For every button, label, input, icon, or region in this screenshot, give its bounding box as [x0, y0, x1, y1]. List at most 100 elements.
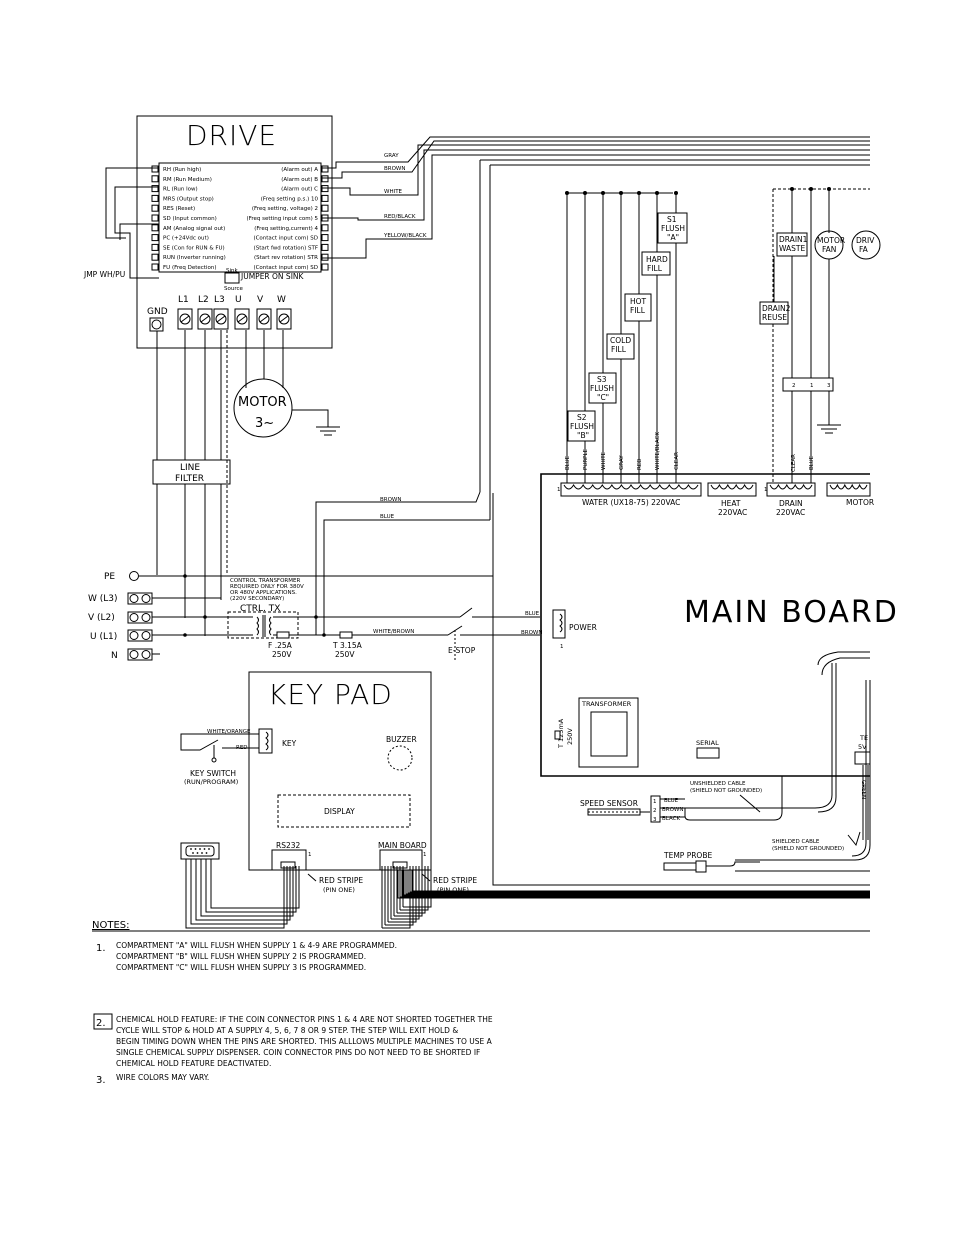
v-l2-label: V (L2) [88, 613, 115, 623]
notes-section: NOTES: 1. COMPARTMENT "A" WILL FLUSH WHE… [92, 920, 493, 1086]
key-switch-label: KEY SWITCH [190, 769, 236, 778]
serial-port [696, 747, 720, 759]
drive-right-terminal-label: (Freq setting input com) 5 [246, 216, 318, 222]
drive-right-terminal-label: (Contact input com) SD [253, 236, 318, 242]
source-label: Source [224, 286, 244, 292]
supply-hot-box [624, 293, 652, 322]
s1-label: S1 [667, 215, 677, 224]
board-connectors [560, 482, 871, 497]
heat-voltage: 220VAC [718, 508, 747, 517]
drive-left-terminal-label: MRS (Output stop) [163, 196, 214, 202]
shielded-cable-note: (SHIELD NOT GROUNDED) [772, 846, 844, 852]
note2-line4: SINGLE CHEMICAL SUPPLY DISPENSER. COIN C… [116, 1048, 480, 1057]
note2-line2: CYCLE WILL STOP & HOLD AT A SUPPLY 4, 5,… [116, 1026, 458, 1035]
wire-blue-label: BLUE [380, 514, 395, 520]
relay-pin-1: 1 [810, 383, 814, 389]
supply-s3-box [588, 372, 617, 404]
power-terminal-label: L3 [214, 295, 225, 305]
drive-fan-label: DRIV [856, 236, 875, 245]
drive-right-terminal-label: (Start fwd rotation) STF [254, 245, 318, 251]
mainboard-header [379, 849, 423, 871]
keypad-box [248, 671, 432, 871]
keypad-title: KEY PAD [268, 678, 393, 711]
board-fuse-rating: 250V [566, 728, 574, 745]
wire-yellow-black-label: YELLOW/BLACK [383, 233, 427, 239]
unshielded-cable-label: UNSHIELDED CABLE [690, 781, 746, 787]
sink-label: Sink [226, 268, 239, 274]
drain-conn-label: DRAIN [779, 499, 803, 508]
drive-left-terminal-label: FU (Freq Detection) [163, 265, 216, 271]
line-filter-label1: LINE [180, 463, 200, 473]
ss-pin1: 1 [653, 799, 657, 805]
key-connector [258, 728, 273, 754]
drive-right-terminal-label: (Freq setting, voltage) 2 [252, 206, 318, 212]
hot-label: HOT [630, 297, 647, 306]
drive-left-terminal-label: AM (Analog signal out) [163, 226, 225, 232]
cold-label: COLD [610, 336, 631, 345]
red-wire-label: RED [236, 745, 248, 751]
note1-line2: COMPARTMENT "B" WILL FLUSH WHEN SUPPLY 2… [116, 952, 366, 961]
speed-sensor-connector [650, 795, 661, 823]
speed-sensor-label: SPEED SENSOR [580, 799, 638, 808]
motor-symbol [233, 378, 293, 438]
drive-left-terminal-label: PC (+24Vdc out) [163, 236, 209, 242]
power-label: POWER [569, 623, 597, 632]
drive-right-terminal-label: (Start rev rotation) STR [254, 255, 318, 261]
red-stripe-label-2: RED STRIPE [433, 876, 477, 885]
s2-b: "B" [577, 431, 589, 440]
display-label: DISPLAY [324, 807, 355, 816]
note2-line1: CHEMICAL HOLD FEATURE: IF THE COIN CONNE… [116, 1015, 493, 1024]
ribbon-cables [185, 859, 870, 929]
wire-brown2-label: BROWN [380, 497, 401, 503]
s3-c: "C" [597, 393, 609, 402]
transformer-label: TRANSFORMER [581, 700, 632, 708]
supply-cold-box [606, 333, 635, 360]
hot-fill: FILL [630, 306, 646, 315]
relay-pin-3: 3 [827, 383, 831, 389]
vertical-wire-label: CLEAR [674, 452, 680, 470]
drive-right-terminal-label: (Contact input com) SD [253, 265, 318, 271]
fuse-f25 [276, 631, 290, 639]
note2-line3: BEGIN TIMING DOWN WHEN THE PINS ARE SHOR… [116, 1037, 493, 1046]
display-box [277, 794, 411, 828]
drain2-reuse: REUSE [762, 313, 787, 322]
ctrl-note-4: (220V SECONDARY) [230, 596, 284, 602]
unshielded-cable-note: (SHIELD NOT GROUNDED) [690, 788, 762, 794]
motor-fan-label2: FAN [822, 245, 836, 254]
drive-fan-label2: FA [859, 245, 869, 254]
supply-hard-box [641, 251, 671, 276]
drive-left-terminal-label: RM (Run Medium) [163, 177, 212, 183]
wire-brown-label: BROWN [384, 166, 405, 172]
drive-left-terminal-label: RUN (Inverter running) [163, 255, 226, 261]
power-terminal-label: W [277, 295, 286, 305]
power-terminal-label: U [235, 295, 242, 305]
temp-conn-voltage: 5V [858, 743, 867, 751]
white-orange-label: WHITE/ORANGE [207, 729, 251, 735]
drive-fan-symbol [851, 230, 881, 260]
drain1-waste: WASTE [779, 244, 805, 253]
vertical-wire-label: PURPLE [583, 448, 589, 470]
motor-fan-label: MOTOR [817, 236, 845, 245]
temp-conn-label: TE [859, 734, 868, 742]
board-fuse-label: T 125mA [557, 718, 565, 749]
note3-line1: WIRE COLORS MAY VARY. [116, 1073, 209, 1082]
vertical-wire-label: RED [637, 458, 643, 470]
jumper-on-sink-label: JUMPER ON SINK [240, 272, 305, 281]
estop-switch [447, 607, 473, 636]
ss-pin3: 3 [653, 817, 657, 823]
vertical-wire-label: BLUE [565, 455, 571, 470]
estop-label: E-STOP [448, 646, 476, 655]
main-board-outline [540, 473, 870, 777]
gnd-label: GND [147, 307, 168, 317]
vertical-wire-label: GRAY [619, 455, 625, 470]
vertical-wire-label: WHITE [601, 451, 607, 470]
power-terminal-label: L1 [178, 295, 189, 305]
drive-left-terminal-label: RES (Reset) [163, 206, 195, 212]
fuse2-label: T 3.15A [332, 641, 363, 650]
motor-conn-label: MOTOR [846, 498, 874, 507]
drive-left-terminals: RH (Run high)RM (Run Medium)RL (Run low)… [151, 165, 226, 271]
fuse1-label: F .25A [268, 641, 293, 650]
main-board-label: MAIN BOARD [684, 595, 899, 630]
